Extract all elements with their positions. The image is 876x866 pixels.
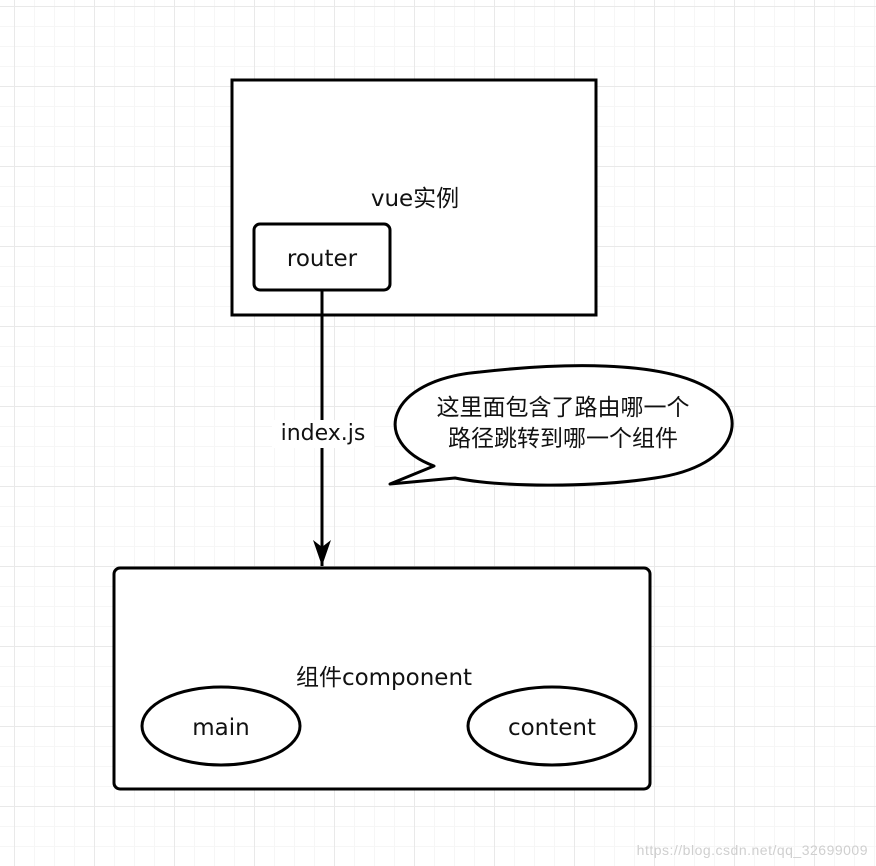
content-ellipse [466,685,638,767]
content-label: content [507,715,597,741]
edge-label-index-js: index.js [272,420,374,448]
callout-text: 这里面包含了路由哪一个 路径跳转到哪一个组件 [396,393,730,455]
callout-line-1: 这里面包含了路由哪一个 [436,395,690,421]
watermark-text: https://blog.csdn.net/qq_32699009 [636,842,868,858]
arrowhead-icon [313,540,331,566]
vue-instance-label: vue实例 [370,186,460,212]
component-label: 组件component [295,665,473,691]
callout-line-2: 路径跳转到哪一个组件 [448,426,678,452]
main-ellipse [140,685,302,767]
router-label: router [286,246,358,272]
main-label: main [192,715,250,741]
speech-bubble [388,364,734,487]
